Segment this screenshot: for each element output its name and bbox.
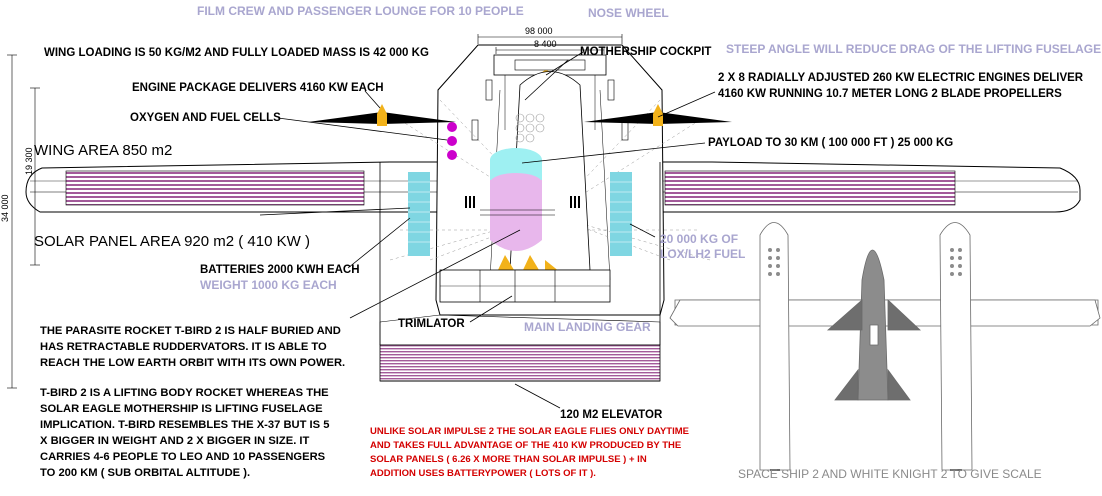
label-batteries: BATTERIES 2000 KWH EACH — [200, 264, 360, 276]
batteries — [408, 172, 632, 256]
label-engine-package: ENGINE PACKAGE DELIVERS 4160 KW EACH — [132, 82, 384, 94]
label-mothership-cockpit: MOTHERSHIP COCKPIT — [580, 46, 711, 58]
label-batteries-weight: WEIGHT 1000 KG EACH — [200, 278, 337, 292]
dim-width-outer: 98 000 — [525, 26, 553, 36]
label-electric-engines-1: 2 X 8 RADIALLY ADJUSTED 260 KW ELECTRIC … — [718, 72, 1084, 84]
label-trimlator: TRIMLATOR — [398, 318, 465, 330]
right-engine — [584, 104, 732, 126]
lox-tank — [490, 180, 542, 251]
label-solar-panel-area: SOLAR PANEL AREA 920 m2 ( 410 KW ) — [34, 233, 310, 250]
label-wing-loading: WING LOADING IS 50 KG/M2 AND FULLY LOADE… — [44, 47, 429, 59]
paragraph-line: SOLAR PANELS ( 6.26 X MORE THAN SOLAR IM… — [370, 454, 647, 465]
paragraph-line: THE PARASITE ROCKET T-BIRD 2 IS HALF BUR… — [40, 325, 341, 337]
dim-width-inner: 8 400 — [534, 39, 557, 49]
label-lox-fuel-1: 20 000 KG OF — [660, 232, 738, 246]
left-solar-panel — [65, 170, 365, 206]
paragraph-line: IMPLICATION. T-BIRD RESEMBLES THE X-37 B… — [40, 419, 329, 431]
paragraph-solar-impulse: UNLIKE SOLAR IMPULSE 2 THE SOLAR EAGLE F… — [370, 426, 689, 479]
leader-lines — [259, 51, 716, 409]
label-elevator: 120 M2 ELEVATOR — [560, 409, 663, 421]
paragraph-tbird: T-BIRD 2 IS A LIFTING BODY ROCKET WHEREA… — [40, 387, 329, 479]
label-steep-angle: STEEP ANGLE WILL REDUCE DRAG OF THE LIFT… — [726, 42, 1101, 56]
elevator — [379, 344, 661, 382]
left-engine — [308, 104, 456, 126]
label-electric-engines-2: 4160 KW RUNNING 10.7 METER LONG 2 BLADE … — [718, 88, 1062, 100]
right-solar-panel — [664, 170, 956, 206]
right-engine-icon — [653, 104, 663, 126]
label-payload: PAYLOAD TO 30 KM ( 100 000 FT ) 25 000 K… — [708, 137, 953, 149]
paragraph-line: REACH THE LOW EARTH ORBIT WITH ITS OWN P… — [40, 357, 345, 369]
oxygen-cells — [447, 122, 457, 160]
label-lox-fuel-2: LOX/LH2 FUEL — [660, 247, 745, 261]
left-engine-icon — [377, 104, 387, 126]
label-wing-area: WING AREA 850 m2 — [34, 142, 172, 159]
white-knight-spaceship — [669, 222, 1101, 471]
paragraph-parasite: THE PARASITE ROCKET T-BIRD 2 IS HALF BUR… — [40, 325, 345, 369]
label-nose-wheel: NOSE WHEEL — [588, 6, 669, 20]
paragraph-line: SOLAR EAGLE MOTHERSHIP IS LIFTING FUSELA… — [40, 403, 323, 415]
dim-height-left: 34 000 — [0, 194, 10, 222]
trimlator — [439, 269, 611, 303]
paragraph-line: CARRIES 4-6 PEOPLE TO LEO AND 10 PASSENG… — [40, 451, 326, 463]
label-film-crew: FILM CREW AND PASSENGER LOUNGE FOR 10 PE… — [197, 4, 524, 18]
paragraph-line: X BIGGER IN WEIGHT AND 2 X BIGGER IN SIZ… — [40, 435, 310, 447]
paragraph-line: T-BIRD 2 IS A LIFTING BODY ROCKET WHEREA… — [40, 387, 329, 399]
dimension-lines — [7, 34, 623, 389]
paragraph-line: HAS RETRACTABLE RUDDERVATORS. IT IS ABLE… — [40, 341, 327, 353]
paragraph-line: UNLIKE SOLAR IMPULSE 2 THE SOLAR EAGLE F… — [370, 426, 689, 437]
label-scale-note: SPACE SHIP 2 AND WHITE KNIGHT 2 TO GIVE … — [738, 467, 1042, 481]
label-main-landing-gear: MAIN LANDING GEAR — [524, 320, 651, 334]
paragraph-line: TO 200 KM ( SUB ORBITAL ALTITUDE ). — [40, 467, 250, 479]
label-oxygen-fuel: OXYGEN AND FUEL CELLS — [130, 112, 281, 124]
paragraph-line: ADDITION USES BATTERYPOWER ( LOTS OF IT … — [370, 468, 596, 479]
dim-height-inner: 19 300 — [24, 147, 34, 175]
tbird-rocket — [480, 71, 591, 272]
paragraph-line: AND TAKES FULL ADVANTAGE OF THE 410 KW P… — [370, 440, 681, 451]
